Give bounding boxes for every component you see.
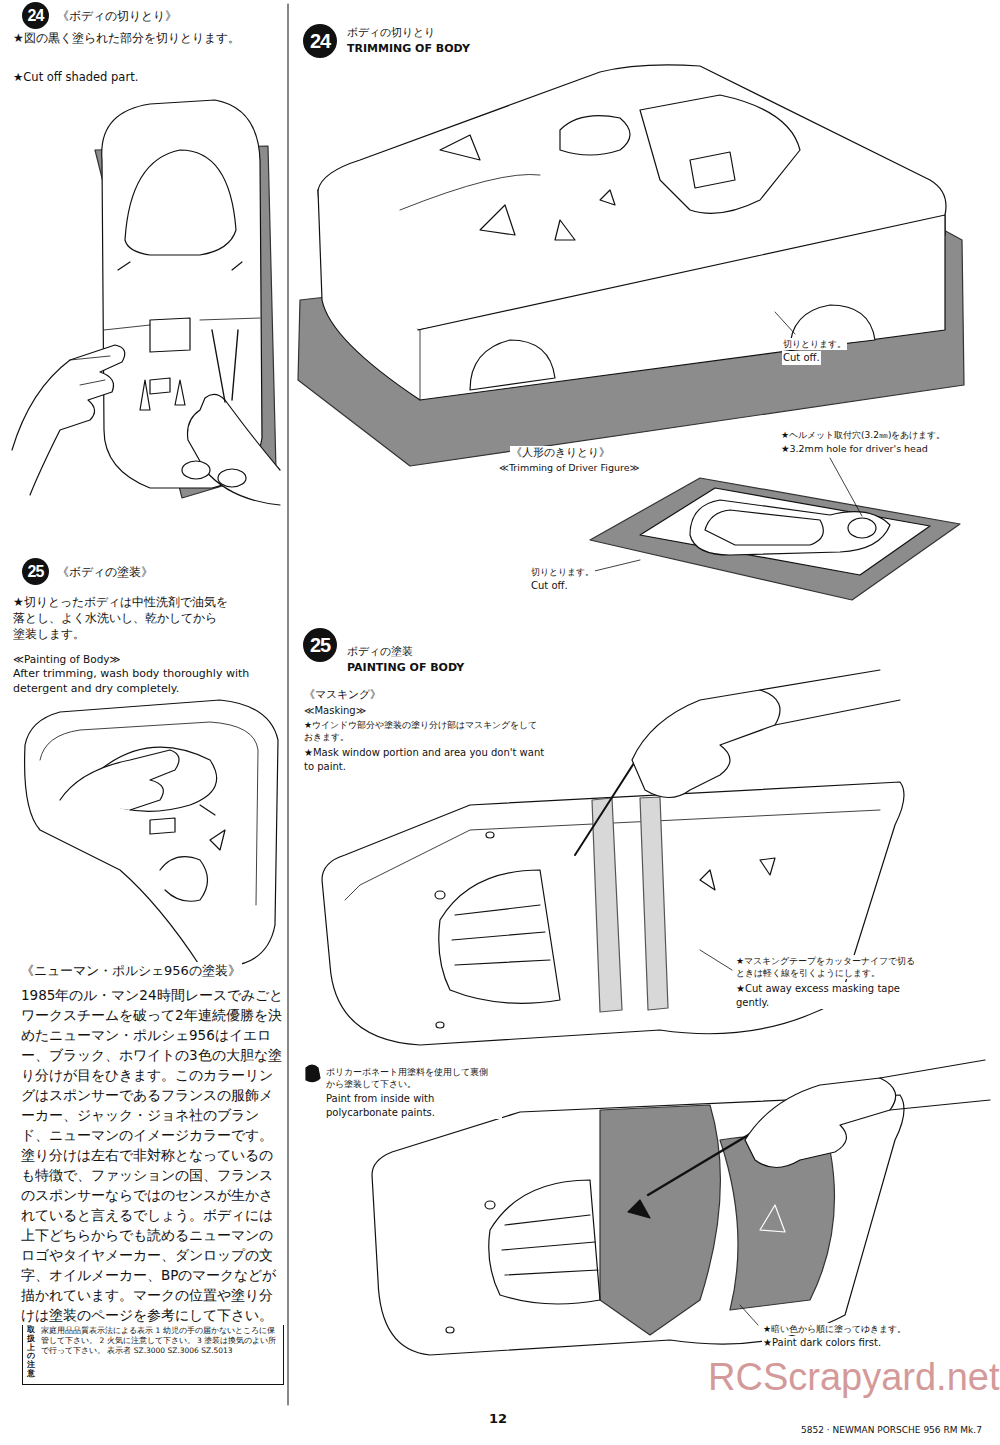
step-number: 25 bbox=[28, 563, 44, 581]
section-heading: 《ボディの切りとり》 bbox=[56, 8, 178, 24]
instruction-note: ★切りとったボディは中性洗剤で油気を落とし、よく水洗いし、乾かしてから塗装します… bbox=[12, 594, 229, 643]
callout: ★ヘルメット取付穴(3.2㎜)をあけます。 bbox=[780, 429, 946, 441]
subheading: ≪Painting of Body≫ bbox=[12, 652, 122, 666]
instruction-note: ★ウインドウ部分や塗装の塗り分け部はマスキングをしておきます。 bbox=[303, 719, 540, 743]
instruction-note: ★Mask window portion and area you don't … bbox=[303, 746, 550, 773]
callout: ★マスキングテープをカッターナイフで切るときは軽く線を引くようにします。 bbox=[735, 955, 917, 979]
instruction-note: ポリカーボネート用塗料を使用して裏側から塗装して下さい。 bbox=[325, 1066, 497, 1090]
callout: 切りとります。 bbox=[782, 338, 847, 350]
step-number-circle: 25 bbox=[303, 628, 337, 662]
section-heading: ボディの切りとり bbox=[346, 26, 436, 41]
step-number: 25 bbox=[310, 634, 330, 657]
footer-text: 5852 · NEWMAN PORSCHE 956 RM Mk.7 bbox=[800, 1424, 983, 1436]
step-number-circle: 24 bbox=[22, 2, 49, 29]
paragraph: 1985年のル・マン24時間レースでみごとワークスチームを破って2年連続優勝を決… bbox=[20, 985, 284, 1325]
callout: ★Cut away excess masking tape gently. bbox=[735, 982, 917, 1009]
step-number-circle: 25 bbox=[22, 558, 49, 585]
step-number-circle: 24 bbox=[303, 24, 337, 58]
subheading: 《マスキング》 bbox=[303, 688, 382, 703]
page-number: 12 bbox=[488, 1410, 508, 1428]
instruction-note: ★図の黒く塗られた部分を切りとります。 bbox=[12, 30, 259, 46]
notice-text: 家庭用品品質表示法による表示 1 幼児の手の届かないところに保管して下さい。 2… bbox=[41, 1326, 279, 1356]
callout: ★暗い色から順に塗ってゆきます。 bbox=[762, 1323, 907, 1335]
section-heading: PAINTING OF BODY bbox=[346, 661, 465, 676]
section-heading: TRIMMING OF BODY bbox=[346, 42, 471, 57]
subheading: 《人形のきりとり》 bbox=[510, 446, 611, 461]
callout: Cut off. bbox=[782, 351, 821, 365]
callout: ★Paint dark colors first. bbox=[762, 1336, 882, 1350]
paragraph-heading: 《ニューマン・ポルシェ956の塗装》 bbox=[20, 962, 242, 980]
watermark: RCScrapyard.net bbox=[708, 1352, 999, 1403]
section-heading: ボディの塗装 bbox=[346, 645, 414, 660]
instruction-note: After trimming, wash body thoroughly wit… bbox=[12, 667, 282, 697]
callout: 切りとります。 bbox=[530, 566, 595, 578]
subheading: ≪Trimming of Driver Figure≫ bbox=[498, 462, 641, 475]
instruction-note: Paint from inside with polycarbonate pai… bbox=[325, 1092, 502, 1119]
step-number: 24 bbox=[28, 7, 44, 25]
instruction-note: ★Cut off shaded part. bbox=[12, 70, 139, 86]
callout: Cut off. bbox=[530, 579, 569, 593]
subheading: ≪Masking≫ bbox=[303, 704, 367, 718]
notice-box: 取扱上の注意家庭用品品質表示法による表示 1 幼児の手の届かないところに保管して… bbox=[22, 1322, 284, 1385]
notice-heading: 取扱上の注意 bbox=[27, 1326, 35, 1379]
section-heading: 《ボディの塗装》 bbox=[56, 564, 154, 580]
callout: ★3.2mm hole for driver's head bbox=[780, 443, 929, 456]
step-number: 24 bbox=[310, 30, 330, 53]
